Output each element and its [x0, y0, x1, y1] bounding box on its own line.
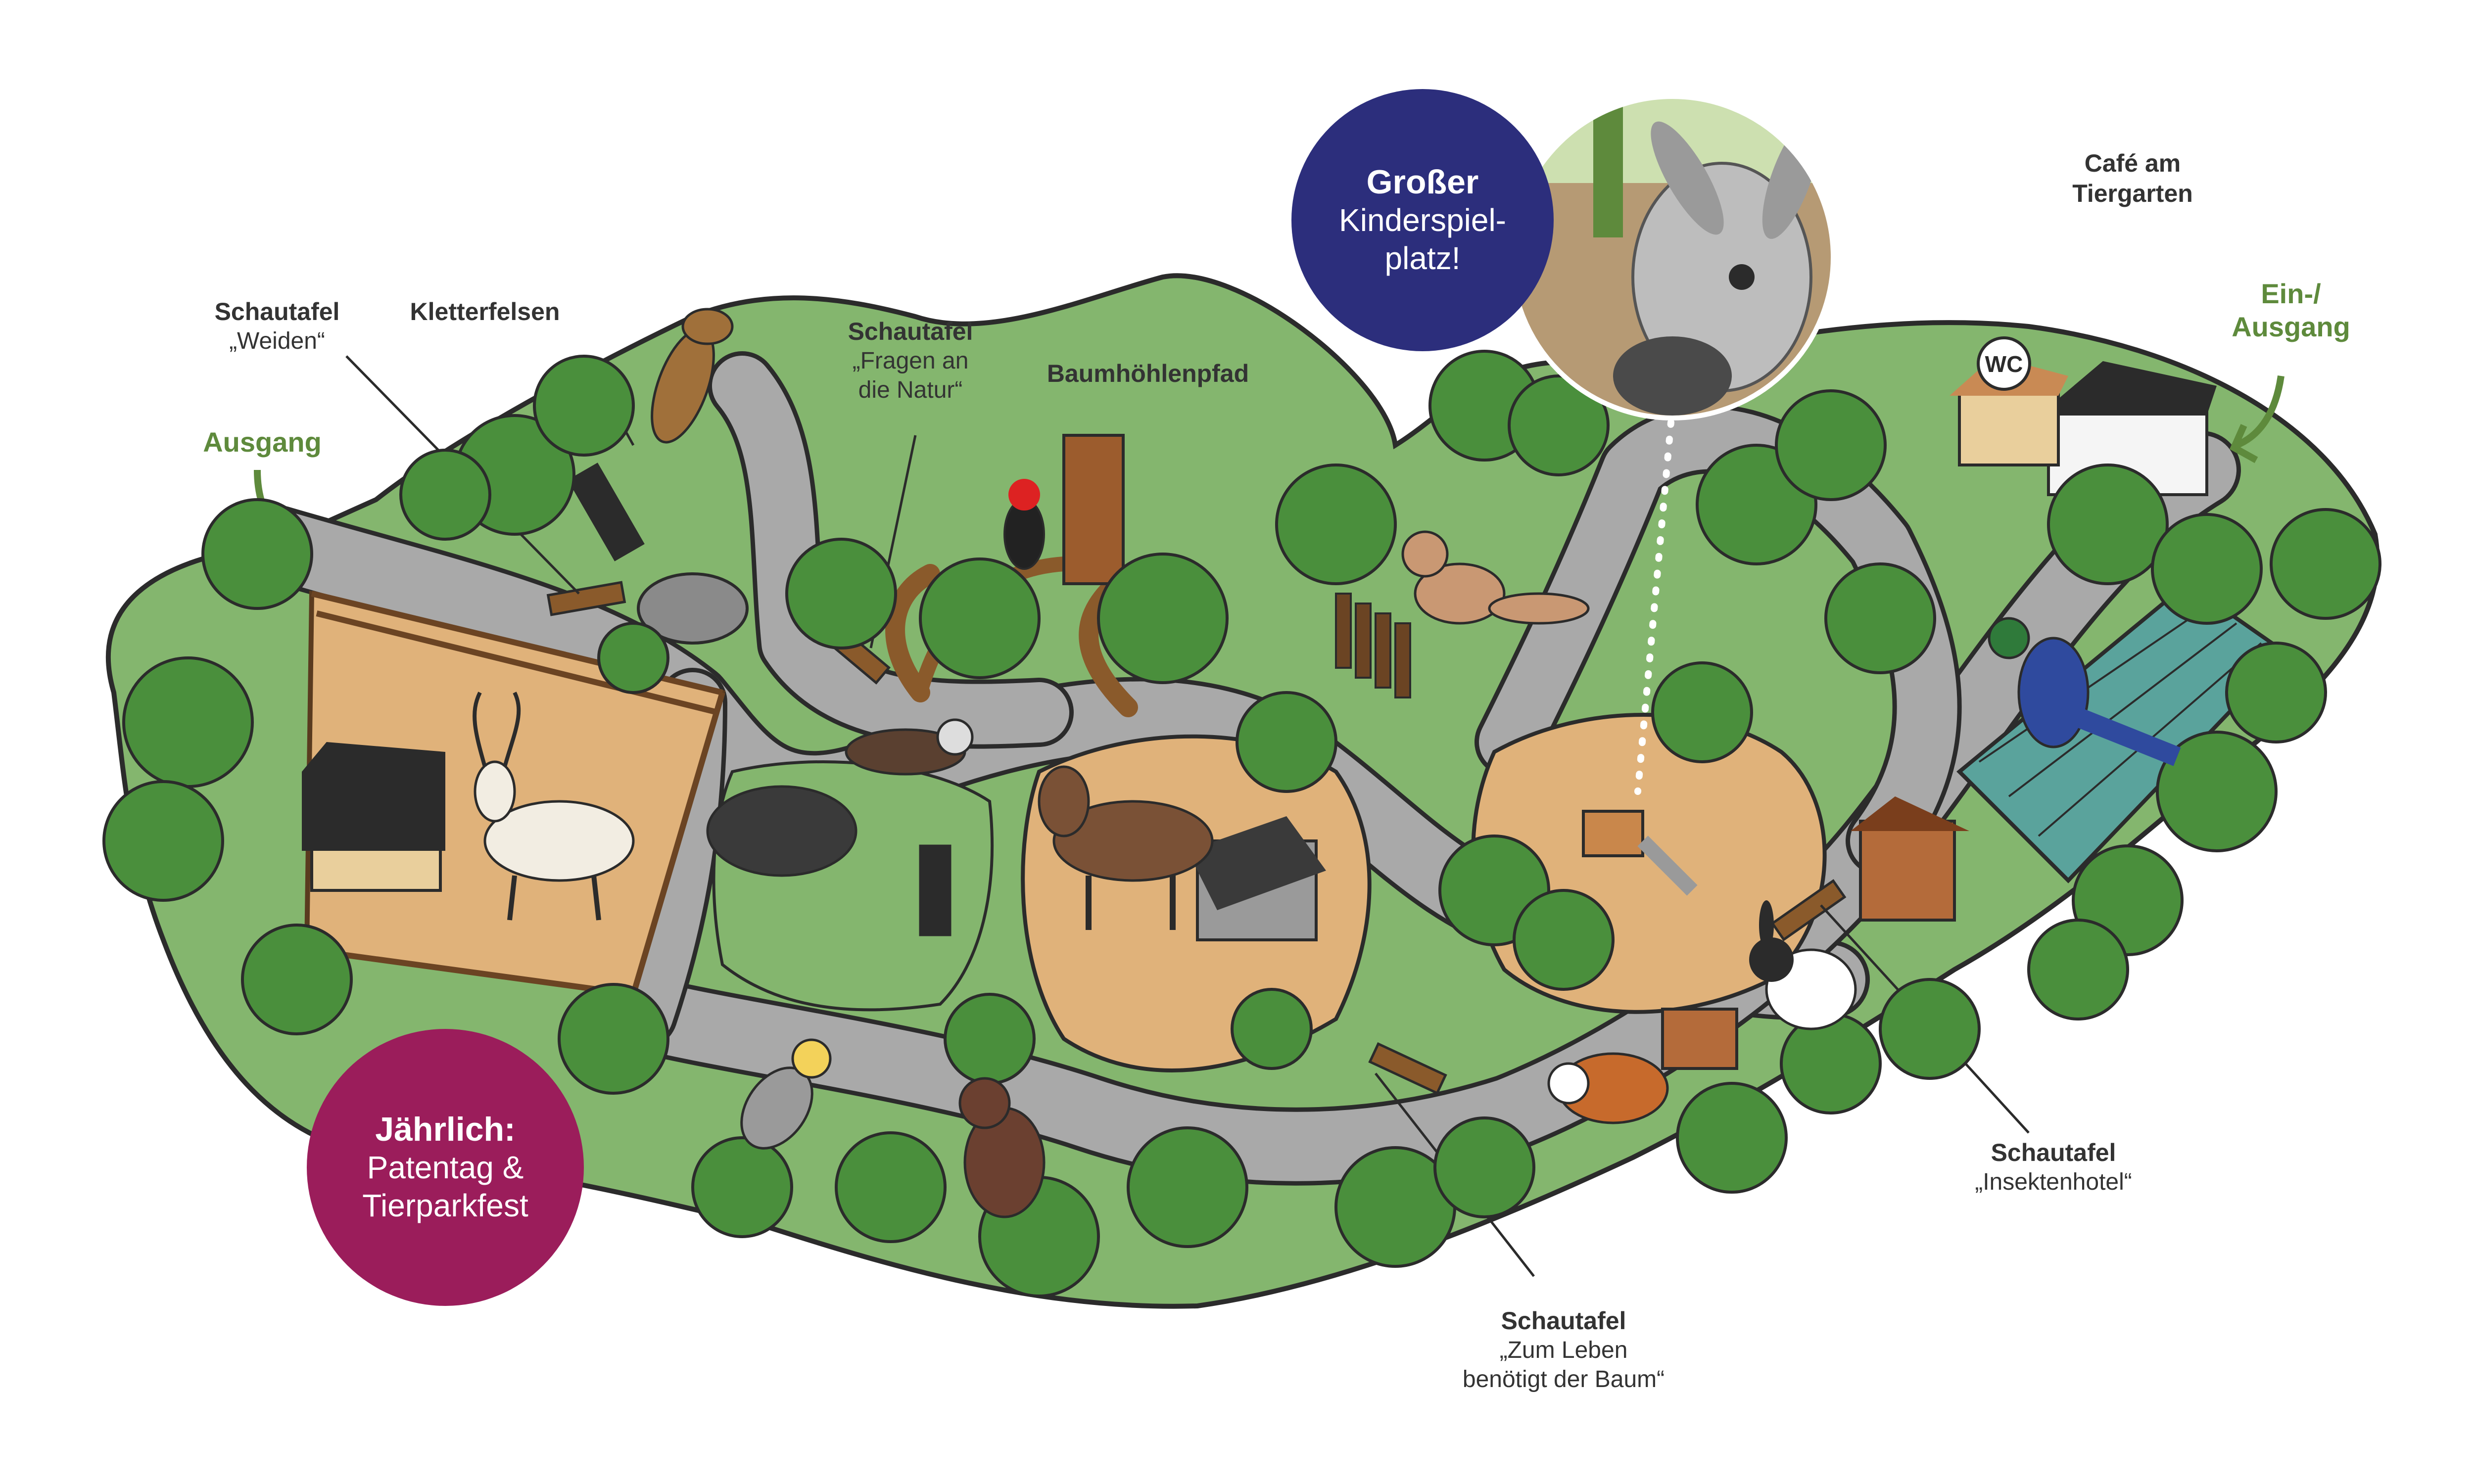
- label-title: Baumhöhlenpfad: [1047, 360, 1249, 387]
- tree-9: [1097, 553, 1229, 684]
- label-sub2: benötigt der Baum“: [1462, 1366, 1665, 1392]
- entrance-arrow-right-icon: [2235, 375, 2284, 449]
- tree-22: [1879, 978, 1981, 1080]
- donkey-icon: [1038, 765, 1214, 930]
- tree-36: [2027, 919, 2129, 1020]
- tree-11: [1236, 691, 1337, 793]
- rabbit-icon: [1749, 900, 1857, 1030]
- kids-bubble-line3: platz!: [1384, 240, 1461, 277]
- woodpecker-icon: [1003, 479, 1045, 570]
- tree-38: [944, 993, 1036, 1085]
- label-schautafel-insektenhotel: Schautafel „Insektenhotel“: [1945, 1138, 2162, 1197]
- annual-bubble-line3: Tierparkfest: [362, 1188, 528, 1224]
- guinea-pig-hutch: [1661, 1008, 1738, 1070]
- label-schautafel-baum: Schautafel „Zum Leben benötigt der Baum“: [1425, 1306, 1702, 1394]
- tree-28: [1127, 1126, 1248, 1248]
- tree-37: [597, 622, 669, 694]
- kids-bubble-line1: Großer: [1366, 163, 1479, 201]
- label-schautafel-weiden: Schautafel „Weiden“: [188, 297, 366, 356]
- label-baumhoehlenpfad: Baumhöhlenpfad: [1029, 359, 1267, 389]
- entrance-exit-right-label: Ein-/ Ausgang: [2227, 277, 2355, 343]
- tree-31: [691, 1136, 793, 1238]
- label-cafe-line2: Tiergarten: [2072, 180, 2193, 207]
- tree-5: [533, 355, 635, 457]
- label-sub2: die Natur“: [858, 376, 963, 403]
- tree-20: [1676, 1082, 1788, 1194]
- rabbit-hutch: [1851, 796, 1969, 922]
- wooden-posts: [1335, 593, 1411, 698]
- tree-21: [1780, 1013, 1882, 1114]
- tree-7: [785, 538, 897, 649]
- label-sub: „Weiden“: [229, 328, 325, 354]
- pig-icon: [706, 785, 857, 877]
- turaco-bird-icon: [1988, 617, 2181, 766]
- tree-10: [1275, 464, 1397, 585]
- trees: [102, 350, 2381, 1298]
- sign-boards: [546, 581, 1847, 1095]
- tree-39: [1231, 988, 1313, 1070]
- tree-1: [122, 656, 254, 788]
- label-sub1: „Fragen an: [852, 348, 969, 374]
- playground-icon: [1582, 810, 1698, 896]
- tree-30: [835, 1131, 947, 1243]
- chipmunk-icon: [651, 308, 734, 444]
- exit-left-label: Ausgang: [203, 426, 322, 458]
- label-title: Schautafel: [848, 318, 973, 345]
- tree-24: [2151, 513, 2263, 625]
- tree-32: [558, 983, 669, 1095]
- donkey-stable: [1188, 816, 1326, 941]
- guinea-pig-icon: [1547, 1052, 1669, 1124]
- wc-building: WC: [1950, 336, 2068, 466]
- kids-bubble-line2: Kinderspiel-: [1339, 202, 1506, 238]
- tree-13: [1508, 374, 1610, 476]
- annual-bubble-line1: Jährlich:: [375, 1111, 516, 1149]
- entrance-line2: Ausgang: [2232, 311, 2350, 343]
- cockatiel-icon: [740, 1038, 832, 1150]
- wc-label: WC: [1985, 351, 2023, 377]
- label-title: Kletterfelsen: [410, 298, 560, 325]
- annual-bubble-line2: Patentag &: [367, 1150, 524, 1186]
- monkey-icon: [958, 1077, 1046, 1218]
- ferret-icon: [845, 718, 974, 776]
- tree-19: [1513, 889, 1615, 991]
- label-cafe-line1: Café am: [2084, 149, 2181, 177]
- label-title: Schautafel: [1991, 1139, 2116, 1166]
- tree-15: [1775, 389, 1887, 501]
- entrance-line1: Ein-/: [2261, 278, 2321, 309]
- rock-slab: [568, 463, 645, 561]
- tree-27: [2156, 731, 2278, 852]
- entrance-arrow-right-head: [2230, 424, 2258, 464]
- goat-icon: [473, 692, 635, 921]
- label-title: Schautafel: [214, 298, 340, 325]
- annual-events-bubble: Jährlich: Patentag & Tierparkfest: [307, 1029, 584, 1306]
- photo-pointer-dotted: [1634, 402, 1676, 795]
- kids-playground-bubble: Großer Kinderspiel- platz!: [1291, 89, 1554, 351]
- tree-26: [2225, 642, 2327, 743]
- tree-25: [2270, 508, 2381, 620]
- tree-16: [1824, 562, 1936, 674]
- tree-17: [1651, 661, 1753, 763]
- tree-34: [1433, 1116, 1535, 1218]
- label-title: Schautafel: [1501, 1307, 1626, 1335]
- tree-23: [2047, 464, 2169, 585]
- label-cafe: Café am Tiergarten: [2034, 148, 2232, 209]
- label-schautafel-fragen: Schautafel „Fragen an die Natur“: [821, 317, 999, 405]
- label-kletterfelsen: Kletterfelsen: [386, 297, 584, 327]
- tree-2: [102, 780, 224, 902]
- tree-6: [399, 449, 491, 541]
- tree-3: [241, 924, 353, 1035]
- label-sub: „Insektenhotel“: [1975, 1169, 2132, 1195]
- tree-8: [919, 557, 1041, 679]
- label-sub1: „Zum Leben: [1499, 1337, 1628, 1363]
- fox-icon: [1401, 530, 1590, 625]
- tree-0: [201, 498, 313, 610]
- goat-stable: [302, 742, 445, 892]
- climbing-rock: [637, 572, 749, 645]
